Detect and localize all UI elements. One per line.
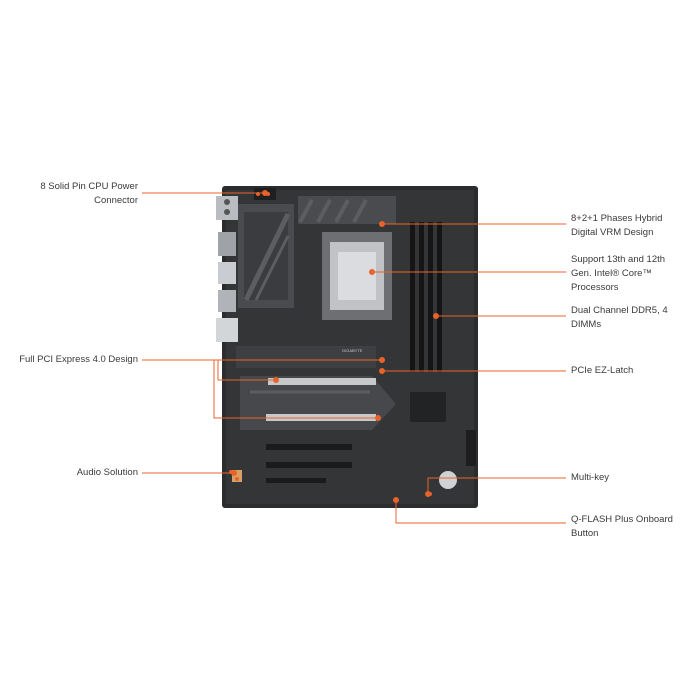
vrm-heatsink-top [298,196,396,224]
leader-pcie-slot2 [213,360,378,419]
label-pcie: Full PCI Express 4.0 Design [19,354,138,365]
sata-ports [466,430,476,466]
label-vrm: 8+2+1 Phases Hybrid Digital VRM Design [571,213,663,238]
pcie-x16-slot-1 [268,378,376,385]
label-audio: Audio Solution [76,467,138,478]
dimm-slots [410,222,442,372]
cpu-socket [322,232,392,320]
label-ez-latch: PCIe EZ-Latch [571,365,634,376]
rear-io-ports [216,196,238,342]
vrm-heatsink-left [238,204,294,308]
label-multikey: Multi-key [571,472,610,483]
label-cpu-support: Support 13th and 12th Gen. Intel® Core™ … [571,254,666,293]
board-logo: GIGABYTE [342,348,363,353]
leader-pcie-slot1 [217,360,276,381]
motherboard: GIGABYTE [216,186,478,508]
callout-lines [142,190,566,524]
leader-qflash [395,500,566,524]
label-ddr5: Dual Channel DDR5, 4 DIMMs [571,305,668,330]
audio-capacitor [232,470,242,482]
marker-cpu-power [262,190,268,196]
label-cpu-power: 8 Solid Pin CPU Power Connector [40,181,138,206]
label-qflash: Q-FLASH Plus Onboard Button [571,514,673,539]
io-chip [410,392,446,422]
cmos-battery [439,471,457,489]
leader-multikey [427,477,566,494]
m2-heatsink [236,346,376,368]
